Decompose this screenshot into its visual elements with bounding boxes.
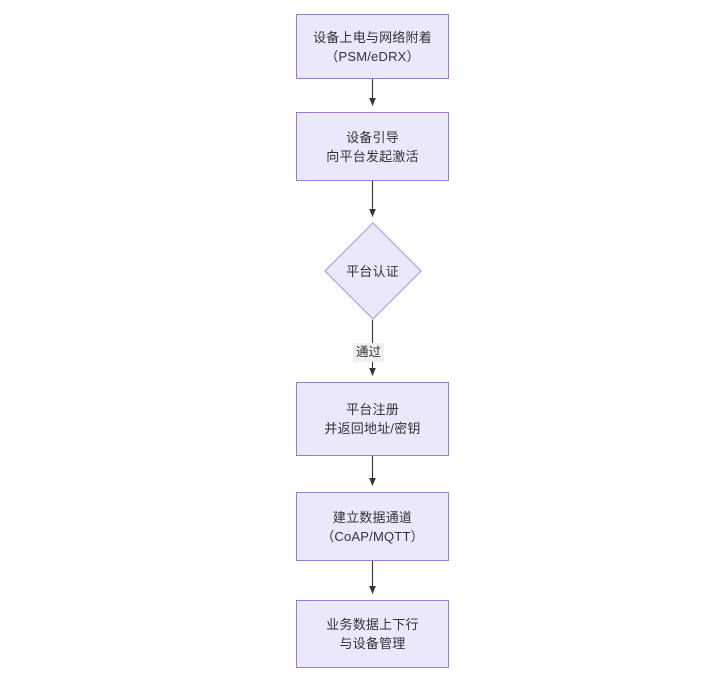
flow-node-label-line2: 向平台发起激活 xyxy=(326,148,419,164)
flow-node-label-line1: 业务数据上下行 xyxy=(326,617,419,632)
flow-node-label-line2: 与设备管理 xyxy=(339,636,406,651)
flow-node-establish-data-channel[interactable]: 建立数据通道 （CoAP/MQTT） xyxy=(296,492,449,561)
flow-node-device-bootstrap[interactable]: 设备引导 向平台发起激活 xyxy=(296,112,449,181)
flow-node-label-line1: 平台注册 xyxy=(346,402,399,417)
flow-node-business-data-and-device-mgmt[interactable]: 业务数据上下行 与设备管理 xyxy=(296,600,449,668)
flow-node-label-line1: 建立数据通道 xyxy=(332,509,413,525)
flow-node-label-line2: （PSM/eDRX） xyxy=(325,48,420,64)
edge-label-pass: 通过 xyxy=(353,343,385,362)
flow-node-device-power-on[interactable]: 设备上电与网络附着 （PSM/eDRX） xyxy=(296,14,449,79)
flow-node-label-line1: 设备引导 xyxy=(346,129,399,145)
flow-node-label-line2: 并返回地址/密钥 xyxy=(324,421,421,436)
flow-node-platform-register[interactable]: 平台注册 并返回地址/密钥 xyxy=(296,382,449,456)
flow-node-label-line1: 平台认证 xyxy=(346,263,399,279)
edge-label-text: 通过 xyxy=(356,345,382,359)
flow-node-label-line1: 设备上电与网络附着 xyxy=(313,29,432,45)
flow-node-label-line2: （CoAP/MQTT） xyxy=(321,528,424,544)
flow-node-platform-auth-decision[interactable]: 平台认证 xyxy=(323,222,422,320)
